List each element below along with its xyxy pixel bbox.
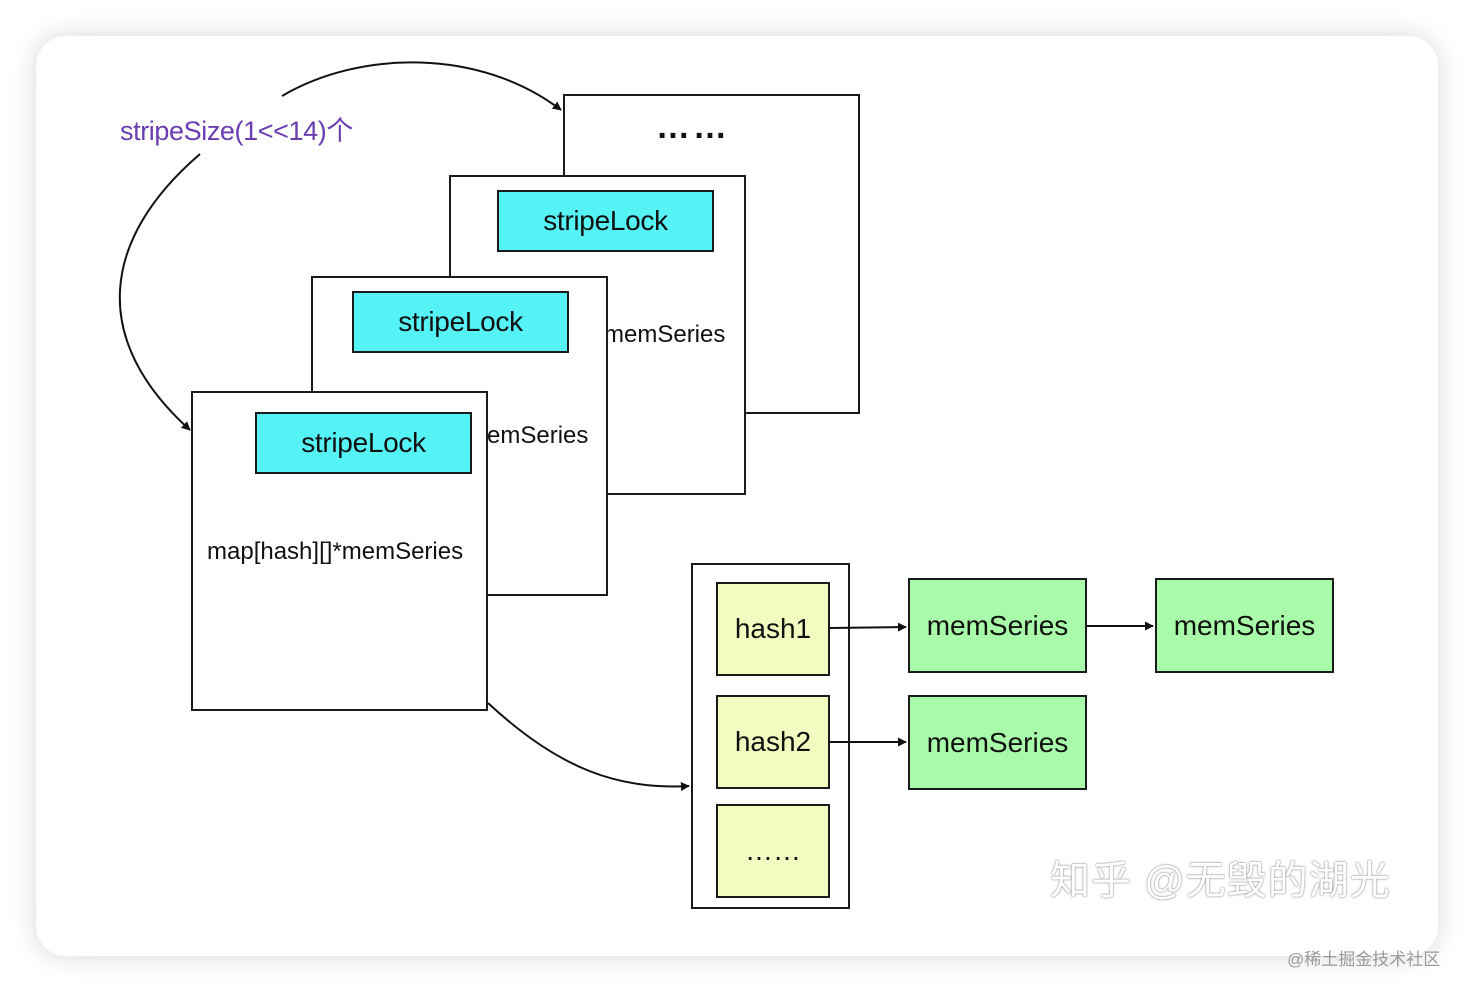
stripe-text-front: map[hash][]*memSeries bbox=[207, 538, 464, 565]
stripe-size-caption: stripeSize(1<<14)个 bbox=[120, 116, 353, 146]
stripe-lock-middle: stripeLock bbox=[497, 190, 714, 252]
stripe-lock-second: stripeLock bbox=[352, 291, 569, 353]
stripe-lock-front: stripeLock bbox=[255, 412, 472, 474]
watermark-juejin: @稀土掘金技术社区 bbox=[1287, 950, 1441, 969]
arrow-to-front-stripe bbox=[119, 153, 201, 431]
watermark-zhihu: 知乎 @无毁的湖光 bbox=[1050, 859, 1391, 903]
hash-bucket-more: …… bbox=[716, 804, 830, 898]
memseries-hash2-first: memSeries bbox=[908, 695, 1087, 790]
arrow-map-to-buckets bbox=[487, 702, 690, 791]
memseries-hash1-first: memSeries bbox=[908, 578, 1087, 673]
stripe-text-second: emSeries bbox=[487, 422, 589, 449]
arrow-hash1-to-memseries bbox=[829, 622, 907, 632]
stripe-text-middle: memSeries bbox=[604, 321, 726, 348]
hash-bucket-2: hash2 bbox=[716, 695, 830, 789]
hash-bucket-1: hash1 bbox=[716, 582, 830, 676]
arrow-to-back-stripe bbox=[281, 61, 562, 111]
stripe-ellipsis: …… bbox=[656, 108, 730, 146]
memseries-hash1-second: memSeries bbox=[1155, 578, 1334, 673]
